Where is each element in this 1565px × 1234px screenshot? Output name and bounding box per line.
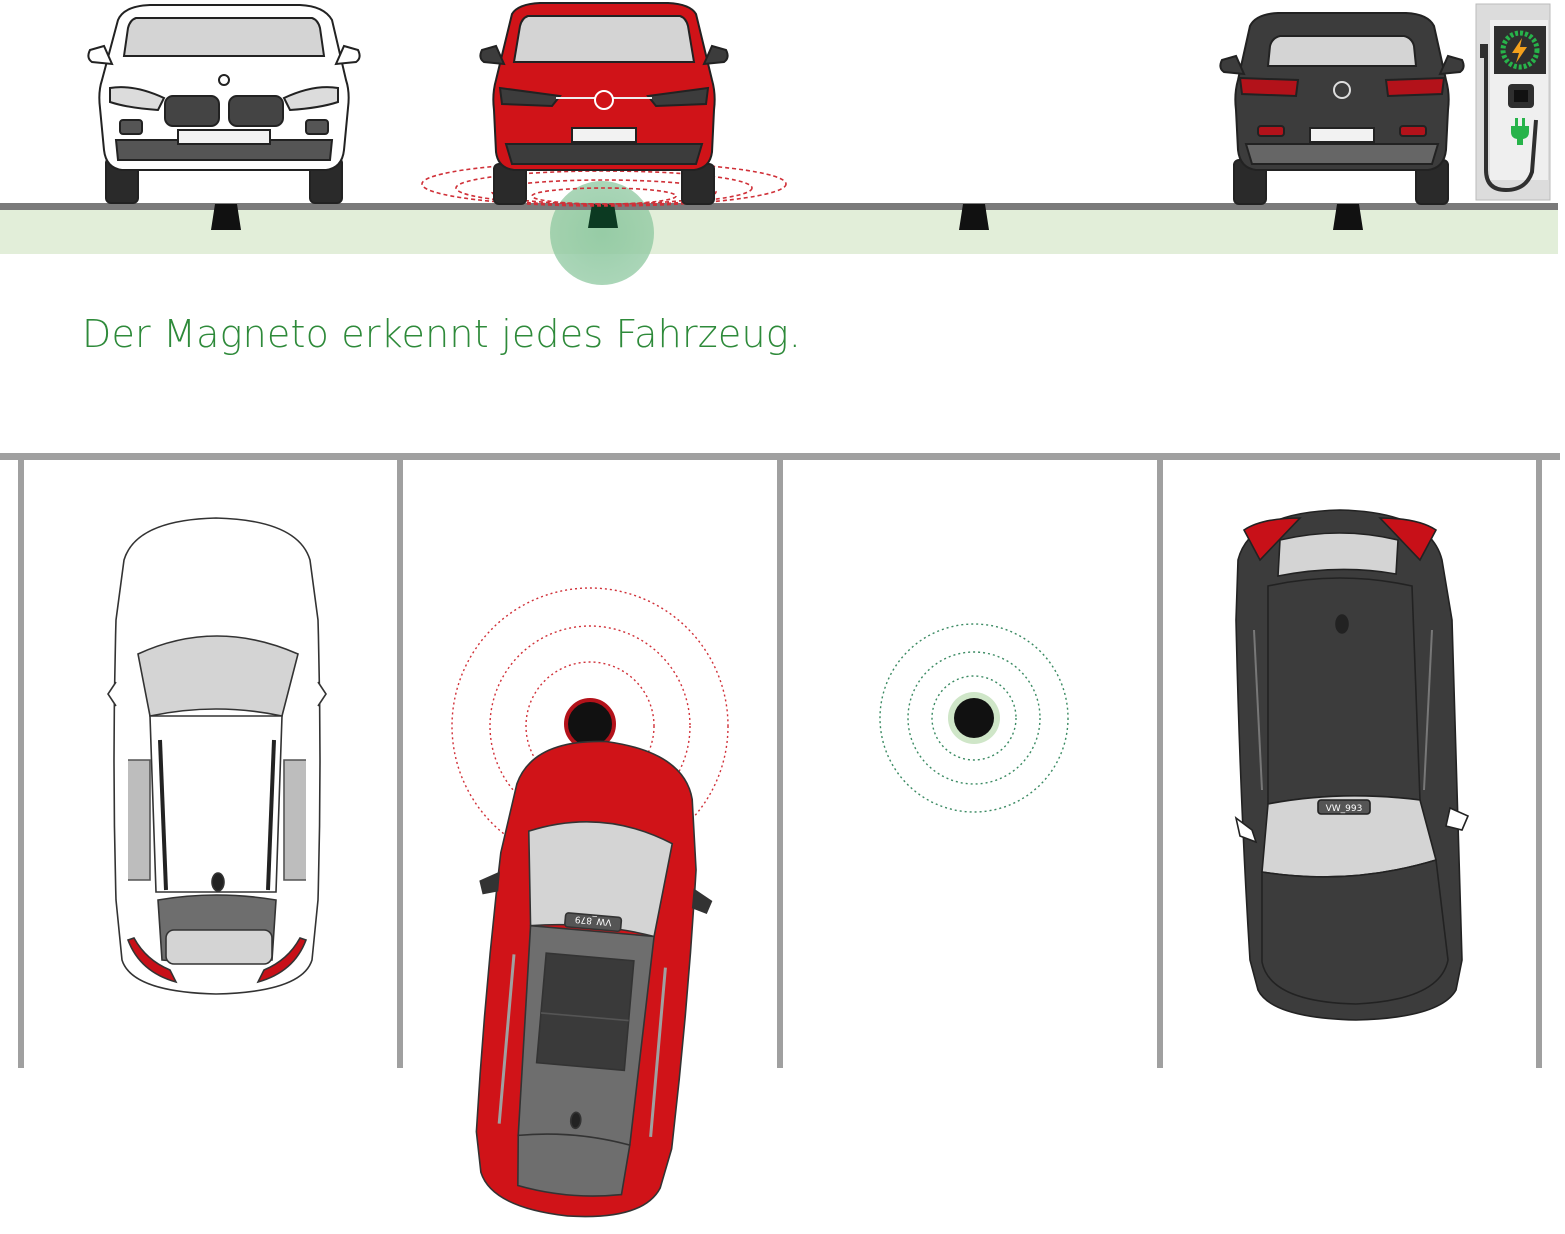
parking-divider-2 bbox=[397, 460, 403, 1068]
parking-divider-3 bbox=[777, 460, 783, 1068]
magneto-sensor-side-2 bbox=[588, 204, 618, 228]
diagram-caption: Der Magneto erkennt jedes Fahrzeug. bbox=[82, 312, 802, 356]
parking-rail bbox=[0, 453, 1560, 460]
car-top-red: VW_879 bbox=[475, 740, 713, 1218]
lightning-icon bbox=[1512, 38, 1527, 63]
plate-red-car: VW_879 bbox=[574, 913, 612, 926]
side-view bbox=[0, 2, 1558, 285]
charging-station-icon bbox=[1475, 3, 1551, 201]
top-view: VW_879 VW_993 bbox=[0, 453, 1560, 1218]
vw-logo-icon bbox=[594, 90, 614, 110]
magneto-sensor-occupied bbox=[564, 698, 616, 750]
plate-dark-car: VW_993 bbox=[1326, 804, 1363, 814]
signal-waves-top-green bbox=[879, 623, 1069, 813]
parking-divider-1 bbox=[18, 460, 24, 1068]
car-front-red bbox=[479, 2, 729, 205]
magneto-sensor-side-1 bbox=[211, 204, 241, 230]
ground-line bbox=[0, 203, 1558, 210]
car-top-white bbox=[107, 517, 327, 995]
bmw-logo-icon bbox=[218, 74, 230, 86]
detection-bubble bbox=[550, 181, 654, 285]
signal-waves-side bbox=[421, 161, 787, 207]
parking-divider-5 bbox=[1536, 460, 1542, 1068]
magneto-sensor-side-3 bbox=[959, 204, 989, 230]
magneto-sensor-side-4 bbox=[1333, 204, 1363, 230]
magneto-sensor-free bbox=[954, 698, 994, 738]
parking-divider-4 bbox=[1157, 460, 1163, 1068]
car-rear-dark bbox=[1219, 12, 1465, 205]
car-front-white bbox=[87, 4, 361, 204]
plug-icon bbox=[1511, 118, 1529, 145]
sensor-zone-strip bbox=[0, 210, 1558, 254]
car-top-dark: VW_993 bbox=[1234, 509, 1470, 1021]
